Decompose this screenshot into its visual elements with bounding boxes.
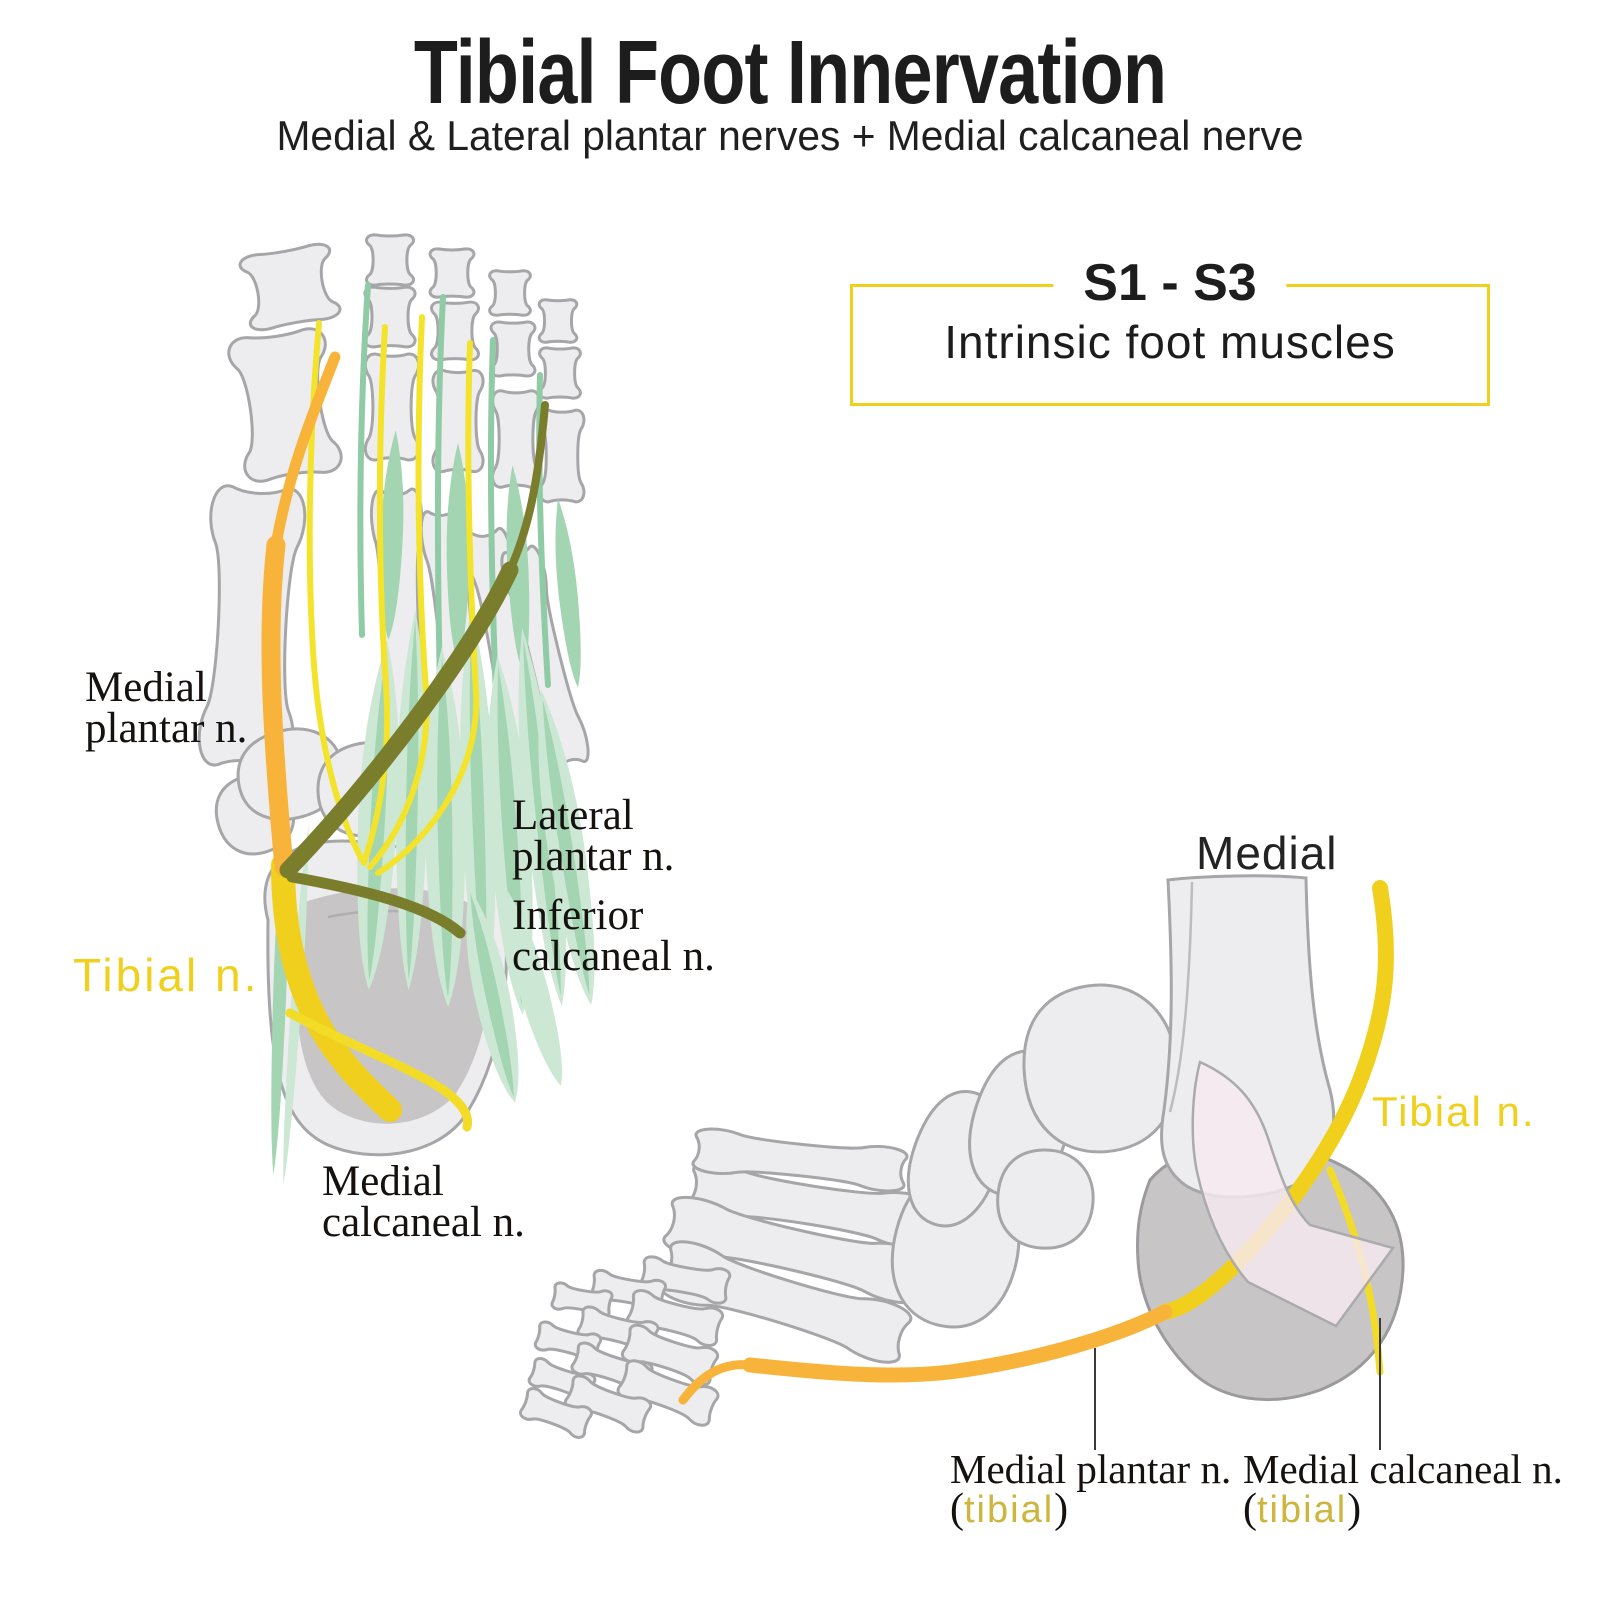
medial-calcaneal-branch-of: tibial xyxy=(1257,1488,1348,1531)
medial-plantar-nerve xyxy=(261,351,341,877)
hallux-proximal-phalanx xyxy=(227,327,343,484)
medial-plantar-nerve-label: Medial plantar n. xyxy=(85,664,248,752)
spinal-levels-description: Intrinsic foot muscles xyxy=(944,316,1396,368)
tibial-nerve-label-right: Tibial n. xyxy=(1372,1088,1536,1135)
spinal-levels-box: S1 - S3 Intrinsic foot muscles xyxy=(850,253,1490,406)
flexor-tendon-lines xyxy=(357,282,551,698)
inferior-calcaneal-nerve xyxy=(286,871,466,939)
medial-plantar-nerve-bottom-label: Medial plantar n. (tibial) xyxy=(950,1446,1232,1532)
page-subtitle: Medial & Lateral plantar nerves + Medial… xyxy=(276,112,1304,159)
medial-calcaneal-nerve-bottom-label: Medial calcaneal n. (tibial) xyxy=(1243,1446,1563,1532)
spinal-levels-text: S1 - S3 xyxy=(1053,253,1287,313)
medial-orientation-label: Medial xyxy=(1196,827,1338,879)
inferior-calcaneal-nerve-label: Inferior calcaneal n. xyxy=(512,892,715,980)
medial-calcaneal-nerve xyxy=(285,1008,473,1132)
flexor-retinaculum xyxy=(1191,1060,1396,1328)
medial-plantar-nerve-medial xyxy=(678,1304,1173,1405)
tibial-nerve-medial xyxy=(1157,880,1394,1320)
page-title: Tibial Foot Innervation xyxy=(413,23,1167,123)
tibial-nerve-trunk xyxy=(271,853,402,1122)
medial-view-figure xyxy=(517,874,1405,1450)
tibial-nerve-label-left: Tibial n. xyxy=(73,949,260,1001)
medial-calcaneal-nerve-label: Medial calcaneal n. xyxy=(322,1158,525,1246)
lateral-plantar-nerve-label: Lateral plantar n. xyxy=(512,792,675,880)
leader-lines xyxy=(1094,1318,1381,1450)
lateral-plantar-nerve xyxy=(279,401,549,939)
plantar-view-figure xyxy=(40,233,610,1185)
medial-foot-bones xyxy=(517,1040,1086,1441)
hallux-distal-phalanx xyxy=(239,242,342,332)
medial-plantar-branch-of: tibial xyxy=(964,1488,1055,1531)
